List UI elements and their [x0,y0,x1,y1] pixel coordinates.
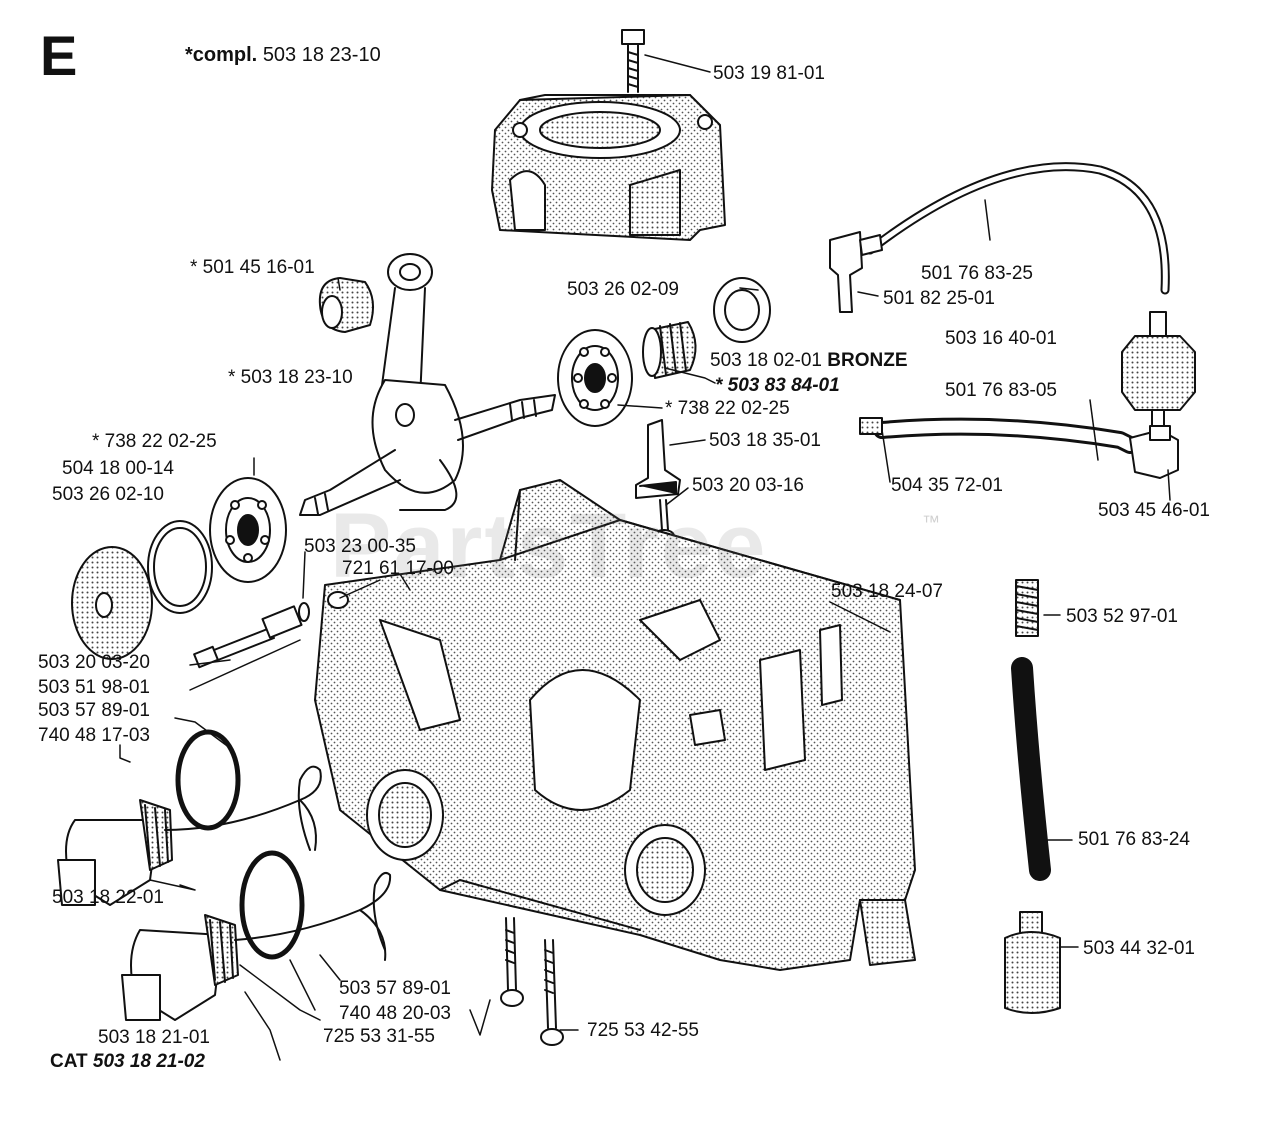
part-label: 503 19 81-01 [713,63,825,84]
part-label: 503 57 89-01 [38,700,150,721]
fuel-filter-upper [1121,311,1196,429]
oring-lower [239,850,305,960]
compl-number: 503 18 23-10 [262,44,381,66]
cat-part-label: CAT 503 18 21-02 [50,1052,205,1071]
bronze-bushing [642,321,697,379]
part-label: 503 16 40-01 [945,328,1057,349]
seal-top [713,277,771,343]
washer-left [71,546,153,660]
part-label: 504 18 00-14 [62,458,174,479]
part-label: 725 53 31-55 [323,1026,435,1047]
elbow-fitting-right [1129,425,1179,479]
plug-lower [121,914,239,1021]
fuel-hose-upper [865,162,1170,295]
part-label: 503 45 46-01 [1098,500,1210,521]
crankshaft [299,253,556,516]
bronze-note: BRONZE [827,350,908,371]
cylinder [491,94,726,241]
bolt-long [540,939,564,1046]
cat-number: 503 18 21-02 [92,1051,205,1072]
bolt-short [500,917,524,1007]
part-label: 503 18 02-01 BRONZE [710,351,908,370]
part-label: 740 48 17-03 [38,725,150,746]
plug-upper [57,799,173,906]
part-label: 503 20 03-16 [692,475,804,496]
part-label: * 501 45 16-01 [190,257,315,278]
strap-upper [164,765,322,851]
part-label: 501 76 83-05 [945,380,1057,401]
fuel-hose-middle [873,417,1139,454]
part-label: 503 18 35-01 [709,430,821,451]
cat-prefix: CAT [50,1051,88,1072]
spring [1015,579,1039,637]
fuel-hose-lower [1011,657,1051,881]
watermark-tm: ™ [922,512,940,532]
part-label: 501 76 83-24 [1078,829,1190,850]
elbow-fitting [829,231,883,313]
part-number: 503 18 02-01 [710,350,822,371]
ball-bearing-right [557,329,633,427]
part-label: 740 48 20-03 [339,1003,451,1024]
part-label: 503 20 03-20 [38,652,150,673]
lever [635,419,681,499]
compl-label: *compl. [185,44,258,66]
part-label: 725 53 42-55 [587,1020,699,1041]
crankcase [314,479,916,971]
seal-ring-left [147,520,213,614]
part-label: 503 26 02-09 [567,279,679,300]
part-label: 721 61 17-00 [342,558,454,579]
hose-connector-small [859,417,883,435]
part-label: 503 57 89-01 [339,978,451,999]
part-label: * 503 83 84-01 [715,375,840,396]
part-label: * 738 22 02-25 [92,431,217,452]
part-label: 501 76 83-25 [921,263,1033,284]
needle-bearing [318,277,375,333]
strap-lower [234,872,392,961]
part-label: * 738 22 02-25 [665,398,790,419]
part-label: 503 26 02-10 [52,484,164,505]
part-label: 503 23 00-35 [304,536,416,557]
section-letter: E [40,24,78,87]
part-label: 501 82 25-01 [883,288,995,309]
part-label: 503 18 22-01 [52,887,164,908]
part-label: 503 18 21-01 [98,1027,210,1048]
part-label: 503 18 24-07 [831,581,943,602]
part-label: 503 51 98-01 [38,677,150,698]
part-label: * 503 18 23-10 [228,367,353,388]
watermark: PartsTree [330,495,768,597]
fuel-filter-lower [1004,911,1061,1014]
crankcase-bolt [193,605,303,669]
ball-bearing-left [209,477,287,583]
part-label: 503 52 97-01 [1066,606,1178,627]
part-label: 504 35 72-01 [891,475,1003,496]
complete-assembly-note: *compl. 503 18 23-10 [185,44,381,67]
leader-lines [119,54,1171,1061]
cylinder-bolt [621,29,645,93]
part-label: 503 44 32-01 [1083,938,1195,959]
spacer-ring [298,602,310,622]
